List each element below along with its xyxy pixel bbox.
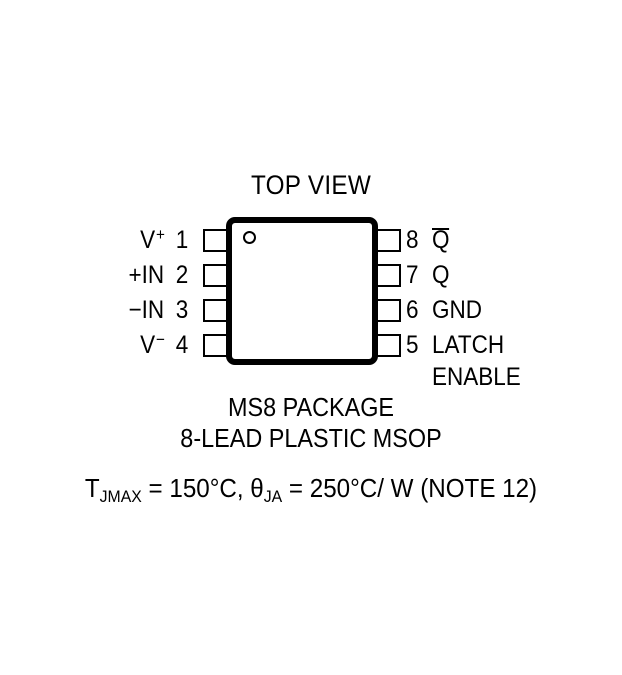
pin-label-2-text: +IN <box>128 261 165 289</box>
pin-label-1-superscript: + <box>156 225 165 244</box>
pin-tab-7 <box>375 264 401 287</box>
pin-label-1: V+ <box>66 225 165 254</box>
pin-number-6: 6 <box>406 296 419 324</box>
pin-tab-8 <box>375 229 401 252</box>
pin-label-2: +IN <box>66 261 165 289</box>
pin-label-3-text: −IN <box>128 296 165 324</box>
pin-label-5: LATCH <box>432 331 505 359</box>
package-name: MS8 PACKAGE <box>227 392 395 422</box>
theta-subscript: JA <box>263 487 283 506</box>
pin-label-8: Q <box>432 226 594 254</box>
thermal-specification: TJMAX = 150°C, θJA = 250°C/ W (NOTE 12) <box>22 473 600 506</box>
pin-number-3: 3 <box>175 296 189 324</box>
pin-label-3-superscript <box>164 295 165 314</box>
pin-label-1-text: V <box>140 226 156 254</box>
theta-symbol: θ <box>250 473 264 503</box>
package-description: 8-LEAD PLASTIC MSOP <box>180 423 442 453</box>
pin-number-5: 5 <box>406 331 419 359</box>
pin-number-7: 7 <box>406 261 419 289</box>
pin-label-4: V− <box>66 330 165 359</box>
pin-label-4-superscript: − <box>156 330 165 349</box>
pin-label-3: −IN <box>66 296 165 324</box>
diagram-title: TOP VIEW <box>250 170 372 200</box>
tjmax-subscript: JMAX <box>99 487 142 506</box>
pin-label-8-text: Q <box>432 226 450 254</box>
pin-label-6: GND <box>432 296 483 324</box>
pin-label-4-text: V <box>140 331 156 359</box>
pin-1-indicator-dot <box>243 231 256 244</box>
pin-number-2: 2 <box>175 261 189 289</box>
pin-label-5-second-line: ENABLE <box>432 363 521 391</box>
tjmax-value: = 150°C, <box>141 473 251 503</box>
pin-number-4: 4 <box>175 331 189 359</box>
pin-tab-5 <box>375 334 401 357</box>
pin-label-2-superscript <box>164 260 165 279</box>
theta-value: = 250°C/ W (NOTE 12) <box>282 473 538 503</box>
pin-number-8: 8 <box>406 226 419 254</box>
pin-label-7: Q <box>432 261 450 289</box>
pin-number-1: 1 <box>175 226 189 254</box>
pin-tab-6 <box>375 299 401 322</box>
tjmax-symbol: T <box>84 473 100 503</box>
